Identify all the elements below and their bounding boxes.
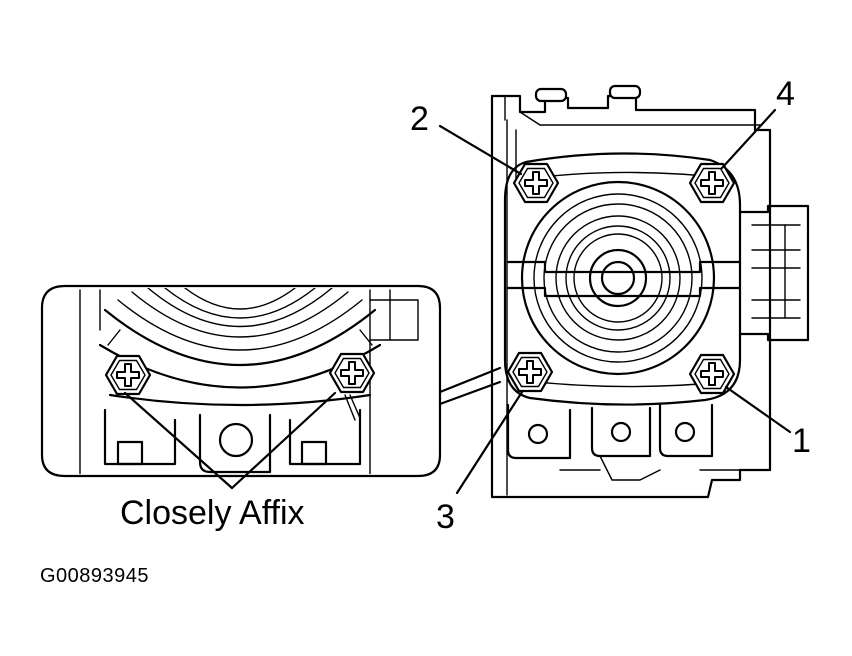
bolt-3-icon bbox=[506, 351, 554, 393]
bolt-2-icon bbox=[512, 162, 560, 204]
inset-bolt-right-icon bbox=[328, 352, 376, 394]
caption-leaders bbox=[123, 391, 337, 490]
main-housing bbox=[490, 84, 810, 499]
bolt-label-1: 1 bbox=[792, 422, 811, 460]
figure-code: G00893945 bbox=[40, 565, 150, 587]
bolt-4-icon bbox=[688, 162, 736, 204]
inset-caption: Closely Affix bbox=[120, 494, 305, 532]
inset-bolt-left-icon bbox=[104, 354, 152, 396]
leader-lines bbox=[438, 108, 792, 495]
bolt-label-2: 2 bbox=[410, 100, 429, 138]
bolt-label-3: 3 bbox=[436, 498, 455, 536]
bolt-label-4: 4 bbox=[776, 75, 795, 113]
